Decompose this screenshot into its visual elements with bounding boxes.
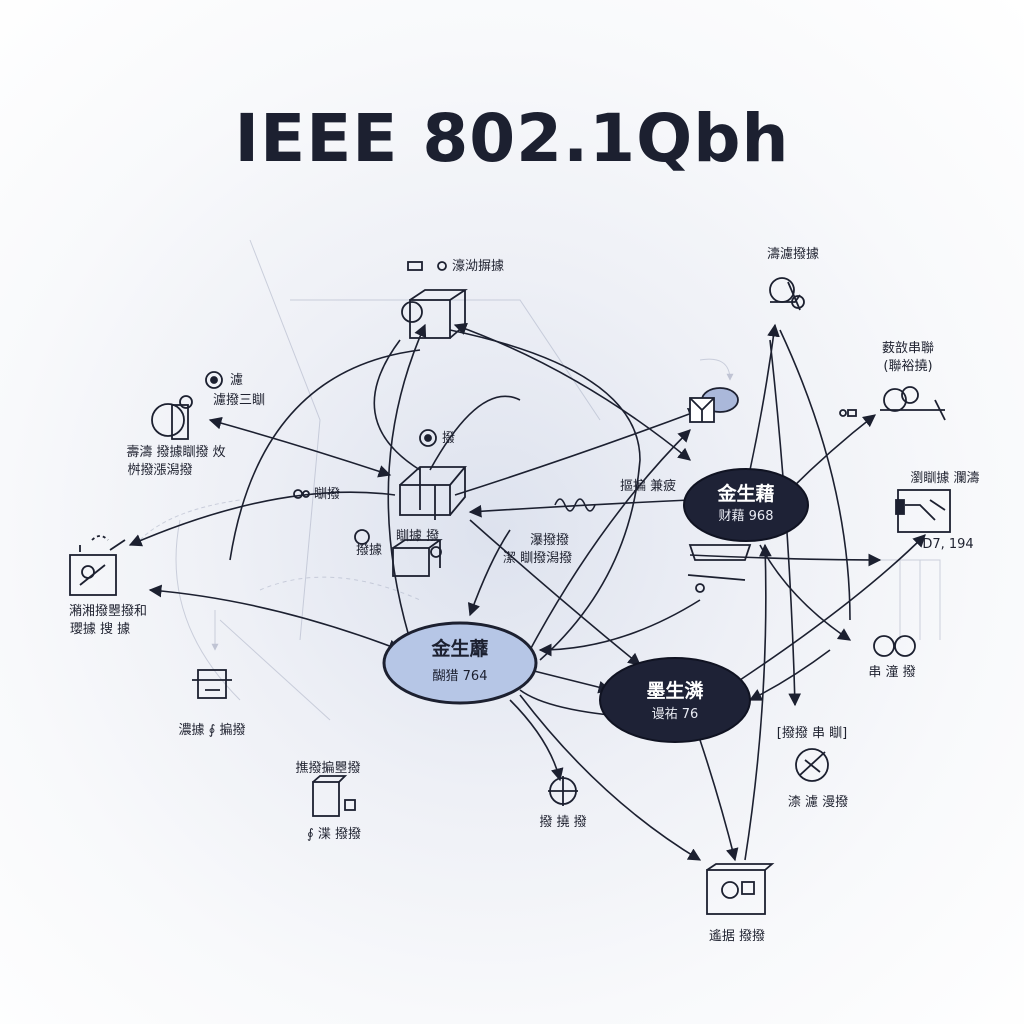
bottom-center-device-icon[interactable]: [548, 776, 578, 806]
link-center-bottomicon: [509, 699, 564, 782]
link-left2-mid: [128, 491, 396, 547]
right-device-4-icon[interactable]: [795, 748, 829, 782]
mid-icon-2-label: 瞓撥: [314, 486, 340, 502]
bottom-left-device-label: ∮ 渫 撥撥: [307, 827, 361, 842]
hub-lower-sub: 谩祐 76: [652, 707, 699, 722]
hub-center[interactable]: 金生蘼 醐猎 764: [382, 621, 538, 705]
top-right-device-icon[interactable]: [769, 277, 805, 311]
link-right2-lower: [538, 599, 701, 657]
mid-small-device-icon[interactable]: [354, 529, 443, 577]
right-device-2-icon[interactable]: [895, 489, 951, 533]
right-device-2-value: D7, 194: [922, 537, 973, 552]
right-device-3-label: 串 潼 撥: [868, 664, 915, 680]
bottom-center-device-label: 撥 撓 撥: [539, 815, 586, 830]
right-node-icon[interactable]: [689, 387, 739, 423]
link-left2-center: [148, 584, 402, 652]
link-righthub-right1: [789, 414, 877, 491]
left-device-3-icon[interactable]: [192, 669, 232, 699]
diagram-title: IEEE 802.1Qbh: [234, 100, 790, 177]
link-center-lower: [529, 669, 612, 694]
device-labels: 濠泑摒據 濤濾撥據 薮敨串聯 (聯裕撓) 濾 濾撥三瞓 壽濤 撥據瞓撥 炇 桝撥…: [69, 247, 980, 944]
hub-lower-title: 墨生潾: [646, 679, 703, 702]
link-center-bottom: [519, 694, 702, 861]
right-device-4-top-label: [撥撥 串 瞓]: [777, 725, 847, 741]
link-righthub-topright: [749, 323, 780, 471]
link-mid-rightnode: [454, 408, 702, 496]
bottom-device-icon[interactable]: [706, 863, 775, 915]
right-device-3-icon[interactable]: [873, 635, 916, 657]
link-loop-big: [229, 349, 421, 561]
mid-small-label: 撥據: [356, 543, 382, 558]
link-righthub-rightdevice: [689, 553, 882, 567]
top-right-device-label: 濤濾撥據: [767, 247, 819, 262]
hub-lower[interactable]: 墨生潾 谩祐 76: [599, 657, 751, 743]
top-device-icon[interactable]: [401, 289, 468, 339]
link-center-mid2: [467, 529, 511, 617]
bottom-left-device-top-label: 撨撥揙瞾撥: [295, 760, 360, 776]
left-device-1-label-b: 濾撥三瞓: [213, 392, 265, 408]
hub-right-sub: 财藉 968: [719, 509, 774, 524]
hub-right[interactable]: 金生藉 财藉 968: [683, 468, 809, 542]
right-device-4-label: 渿 濾 漫撥: [788, 795, 848, 810]
mid-small-label-2: 瀑撥撥: [530, 533, 569, 548]
left-device-1-icon[interactable]: [151, 395, 193, 440]
link-rightnode-center: [529, 429, 691, 651]
hub-center-sub: 醐猎 764: [433, 669, 488, 684]
mid-small-label-3: 潔 瞓撥潟撥: [503, 550, 572, 566]
right-device-1-label: 薮敨串聯: [882, 341, 934, 356]
link-label: 摳揙 兼疲: [620, 478, 676, 494]
left-device-1-pin-icon: [205, 371, 223, 389]
background-sketch-lines: [139, 239, 941, 721]
link-left1-mid: [208, 416, 392, 478]
link-loop-left: [449, 329, 641, 661]
link-righthub-right3: [759, 544, 852, 641]
link-wavy: [554, 498, 596, 512]
left-device-1-label-a: 濾: [230, 373, 243, 388]
connections: [128, 322, 926, 862]
right-mid-device-icon[interactable]: [687, 544, 752, 593]
link-top-right: [453, 322, 691, 461]
left-device-2-label: 潲湘撥瞾撥和: [69, 604, 147, 619]
link-bottom-righthub: [744, 543, 772, 861]
top-device-label: 濠泑摒據: [452, 258, 504, 274]
link-lower-bottom: [699, 739, 739, 862]
link-mid-top: [429, 395, 521, 471]
left-device-1-label-c: 壽濤 撥據瞓撥 炇: [126, 444, 225, 460]
bottom-left-device-icon[interactable]: [312, 775, 356, 817]
top-device-small-icon: [407, 261, 447, 271]
link-lower-right2: [739, 534, 926, 681]
hub-center-title: 金生蘼: [430, 637, 488, 660]
right-device-1-small-icon: [839, 409, 857, 417]
link-rightnode-right4: [779, 329, 851, 621]
mid-cube-device-icon[interactable]: [399, 466, 467, 520]
right-device-1-sub: (聯裕撓): [883, 359, 932, 374]
right-device-2-label: 瀏瞓據 瀾濤: [910, 470, 979, 486]
link-lower-right4: [748, 649, 831, 701]
left-device-3-label: 濃據 ∮ 揙撥: [178, 722, 245, 738]
link-mid-righthub: [468, 499, 691, 518]
link-loop-top: [373, 339, 421, 471]
link-mid-lower: [469, 519, 641, 666]
mid-icon-1-label: 撥: [442, 431, 455, 446]
hub-right-title: 金生藉: [716, 482, 774, 505]
left-device-1-label-d: 桝撥漲潟撥: [127, 462, 192, 478]
bottom-device-label: 遙据 撥撥: [709, 929, 765, 944]
left-device-2-icon[interactable]: [69, 535, 126, 596]
mid-icon-1: [419, 429, 437, 447]
mid-icon-2: [293, 489, 310, 499]
right-device-1-icon[interactable]: [880, 386, 946, 421]
mid-device-label: 瞓據 撥: [396, 528, 439, 544]
left-device-2-sub: 瓔據 搜 據: [70, 622, 130, 637]
